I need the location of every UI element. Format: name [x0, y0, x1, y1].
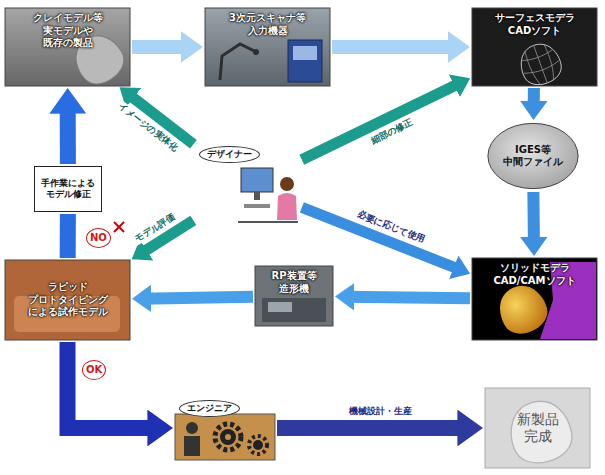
flow-arrow [302, 82, 462, 160]
flow-arrow [132, 40, 192, 54]
designer-figure-art-part [238, 221, 298, 223]
node-text: 3次元スキャナ等 入力機器 [218, 12, 318, 37]
scanner-photo-part [253, 49, 259, 55]
node-text: エンジニア [179, 400, 240, 417]
edge-label: 必要に応じて使用 [354, 208, 429, 246]
scanner-photo-box: 3次元スキャナ等 入力機器 [205, 8, 330, 86]
engineer-figure-art-part [225, 434, 231, 440]
node-text: ソリッドモデラ CAD/CAMソフト [485, 262, 585, 287]
flow-arrow [60, 214, 76, 258]
designer-figure: デザイナー [195, 142, 300, 230]
flow-arrow [332, 40, 459, 54]
product-photo-part [504, 395, 578, 470]
engineer-figure-art-part [215, 424, 241, 450]
node-text: 新製品 完成 [506, 411, 570, 446]
designer-figure-art-part [280, 177, 294, 191]
surface-cad-screen [472, 8, 597, 90]
flow-arrow [528, 88, 540, 110]
edge-label: イメージの実体化 [114, 100, 181, 155]
rp-machine-photo-part [255, 266, 333, 326]
model-photo-box: クレイモデル等 実モデルや 既存の製品 [5, 8, 130, 86]
designer-figure-art-part [241, 168, 273, 192]
engineer-figure-art-part [253, 440, 263, 450]
prototype-photo [5, 260, 130, 340]
clay-model-photo-part [66, 27, 131, 92]
engineer-figure-art [175, 414, 275, 460]
prototype-photo-part [5, 260, 130, 340]
scanner-photo [205, 8, 330, 86]
scanner-photo-part [220, 44, 256, 80]
product-photo [485, 388, 590, 469]
solid-cad-screen [472, 258, 597, 340]
verdict-mark: OK [82, 360, 106, 380]
rp-machine-photo [255, 266, 333, 326]
edge-label: 細部の修正 [368, 116, 417, 147]
engineer-figure-art-part [186, 422, 198, 434]
engineer-figure-art-part [249, 436, 267, 454]
verdict-mark: NO [86, 228, 111, 248]
surface-cad-screen-part-part [516, 39, 565, 89]
prototype-photo-box: ラピッド プロトタイピング による試作モデル [5, 260, 130, 340]
rp-machine-photo-part [262, 298, 326, 322]
edge-label: 機械設計・生産 [347, 406, 414, 417]
designer-figure-art [238, 168, 298, 222]
machine-photo-box: RP装置等 造形機 [255, 266, 333, 326]
oval-shape [488, 123, 578, 188]
node-text: デザイナー [199, 146, 260, 163]
scanner-photo-part [293, 46, 317, 60]
flow-arrow [302, 207, 462, 270]
clay-model-photo [5, 8, 131, 92]
flow-arrow [68, 342, 161, 428]
engineer-figure-art-part [220, 429, 236, 445]
node-text: RP装置等 造形機 [262, 270, 326, 295]
solid-cad-screen-part [540, 262, 596, 339]
node-text: IGES等 中間ファイル [498, 144, 568, 169]
designer-figure-art-part [254, 192, 260, 200]
process-box: 手作業による モデル修正 [34, 166, 102, 212]
designer-figure-art-part [244, 204, 270, 208]
flow-arrow [527, 192, 540, 246]
flow-arrow [277, 420, 470, 436]
cad-software-box: サーフェスモデラ CADソフト [472, 8, 597, 86]
scanner-photo-part [205, 8, 330, 86]
node-text: クレイモデル等 実モデルや 既存の製品 [26, 12, 110, 50]
flow-arrow [142, 297, 253, 299]
reject-cross [114, 222, 124, 232]
engineer-figure: エンジニア [175, 396, 275, 460]
scanner-photo-part [288, 40, 322, 82]
reject-cross-part [114, 222, 124, 232]
edge-label: モデル評価 [131, 210, 178, 245]
cad-software-box: ソリッドモデラ CAD/CAMソフト [472, 258, 597, 340]
flow-arrow [60, 101, 76, 164]
surface-cad-screen-part-part [515, 39, 566, 90]
surface-cad-screen-part [515, 39, 566, 90]
flow-arrow [345, 297, 470, 299]
file-format-oval: IGES等 中間ファイル [487, 122, 579, 190]
node-text: ラピッド プロトタイピング による試作モデル [20, 281, 116, 319]
product-photo-box: 新製品 完成 [485, 388, 590, 468]
reject-cross-part [114, 222, 124, 232]
node-text: サーフェスモデラ CADソフト [485, 12, 585, 37]
engineer-figure-art-part [184, 436, 200, 456]
engineer-figure-art-part [175, 414, 275, 460]
rp-machine-photo-part [268, 302, 292, 312]
node-text: 手作業による モデル修正 [38, 178, 98, 201]
solid-cad-screen-part [472, 258, 597, 340]
designer-figure-art-part [277, 193, 297, 220]
